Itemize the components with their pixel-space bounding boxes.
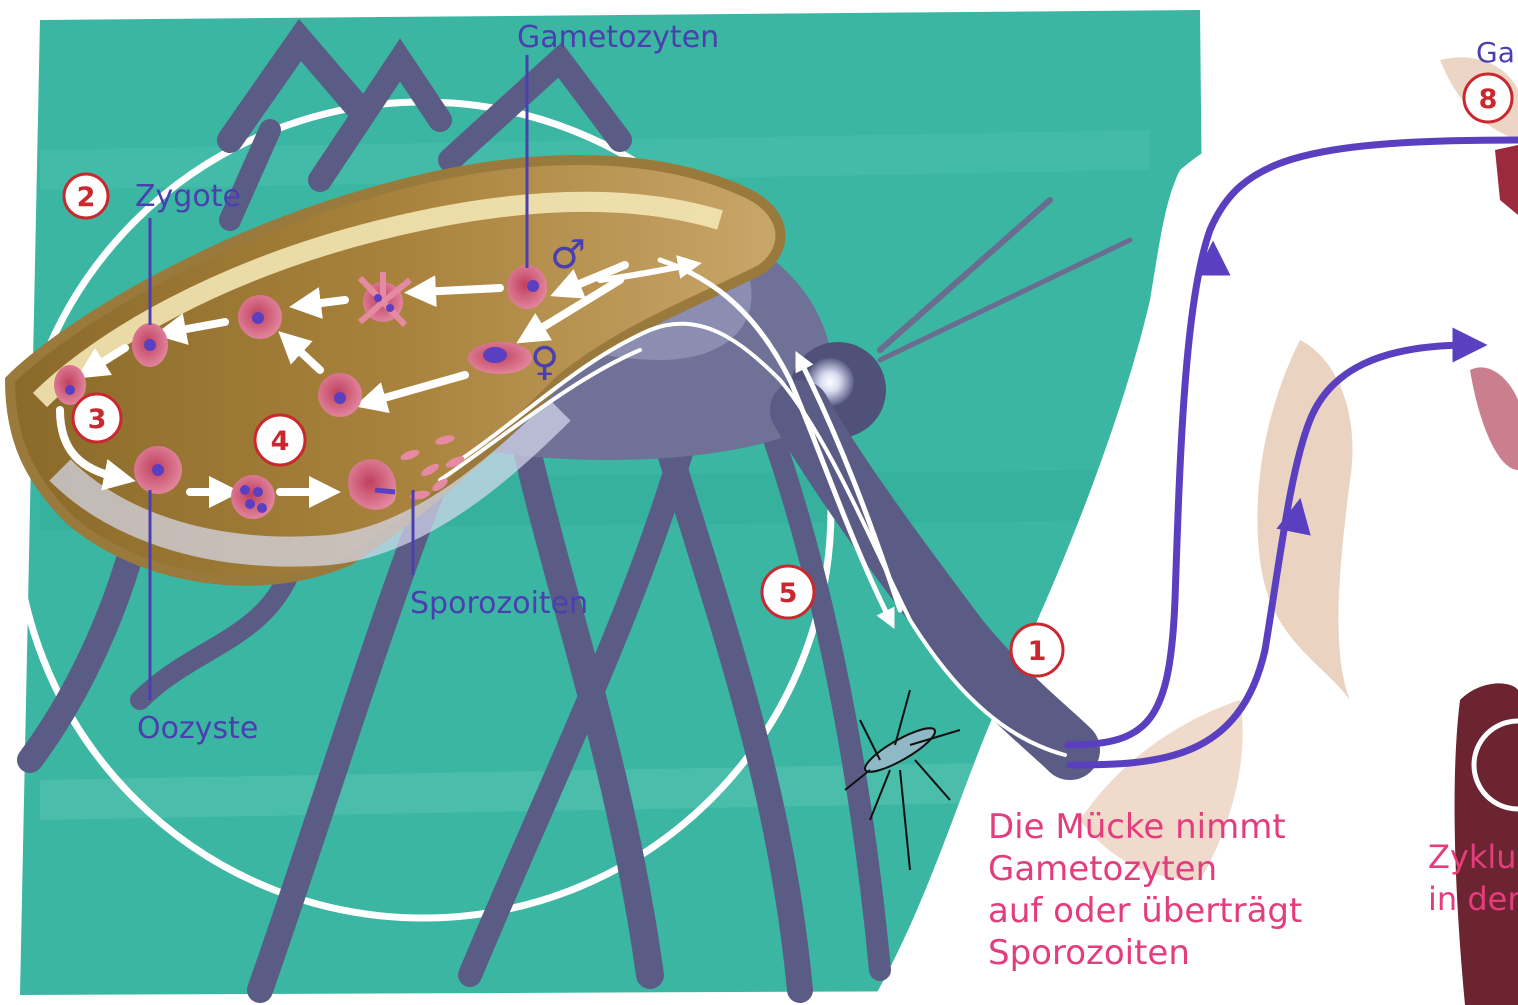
male-symbol: ♂ [550,232,586,278]
gamete-cell [238,295,282,339]
caption-right-line-2: in der [1428,880,1518,918]
caption-line-1: Die Mücke nimmt [988,807,1286,847]
step-4-circle: 4 [255,415,305,465]
label-zygote: Zygote [135,179,241,214]
label-oocyst: Oozyste [137,711,258,746]
label-sporozoites: Sporozoiten [410,586,588,621]
step-3-number: 3 [88,404,107,435]
step-4-number: 4 [271,426,290,457]
gametocyte-male-cell [507,265,547,309]
step-1-circle: 1 [1011,624,1063,676]
caption-line-2: Gametozyten [988,849,1217,889]
step-5-circle: 5 [762,566,814,618]
label-gametocytes: Gametozyten [517,20,719,55]
caption-line-4: Sporozoiten [988,933,1190,973]
step-3-circle: 3 [73,394,121,442]
caption-right-line-1: Zyklu [1428,838,1517,876]
step-2-circle: 2 [64,174,108,218]
label-gametocytes-right: Ga [1476,36,1515,69]
caption-line-3: auf oder überträgt [988,891,1302,931]
zygote-cell [132,323,168,367]
step-8-number: 8 [1479,84,1498,115]
oocyst-mature-cell [231,475,275,519]
female-symbol: ♀ [530,339,559,385]
gamete-female-cell-2 [318,373,362,417]
step-8-circle: 8 [1464,74,1512,122]
step-2-number: 2 [77,182,96,213]
step-1-number: 1 [1028,636,1047,667]
oocyst-cell [134,446,182,494]
step-5-number: 5 [779,578,798,609]
gametocyte-female-cell [468,342,532,374]
